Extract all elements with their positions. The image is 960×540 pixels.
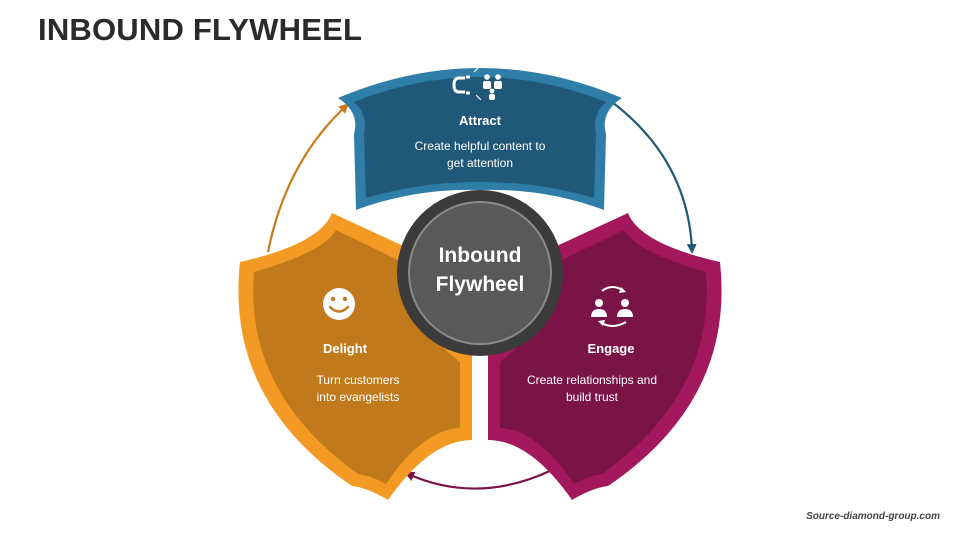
magnet-people-icon <box>452 65 502 101</box>
arrow-delight-to-attract <box>266 103 349 253</box>
attract-title: Attract <box>459 113 502 128</box>
attract-desc-line2: get attention <box>447 156 513 170</box>
engage-desc-line2: build trust <box>566 390 619 404</box>
people-cycle-icon <box>591 286 633 327</box>
arrow-engage-to-delight <box>404 469 553 490</box>
smiley-icon <box>323 288 355 320</box>
hub-line1: Inbound <box>439 244 522 267</box>
delight-title: Delight <box>323 341 368 356</box>
page-title: INBOUND FLYWHEEL <box>38 12 363 47</box>
attract-desc-line1: Create helpful content to <box>415 139 546 153</box>
engage-desc-line1: Create relationships and <box>527 373 657 387</box>
arrow-attract-to-engage <box>611 101 697 254</box>
delight-desc-line1: Turn customers <box>317 373 400 387</box>
engage-title: Engage <box>588 341 635 356</box>
center-hub: Inbound Flywheel <box>397 190 563 356</box>
source-credit: Source-diamond-group.com <box>806 511 940 522</box>
delight-desc-line2: into evangelists <box>317 390 400 404</box>
segment-attract: Attract Create helpful content to get at… <box>338 65 622 210</box>
hub-line2: Flywheel <box>436 273 525 296</box>
